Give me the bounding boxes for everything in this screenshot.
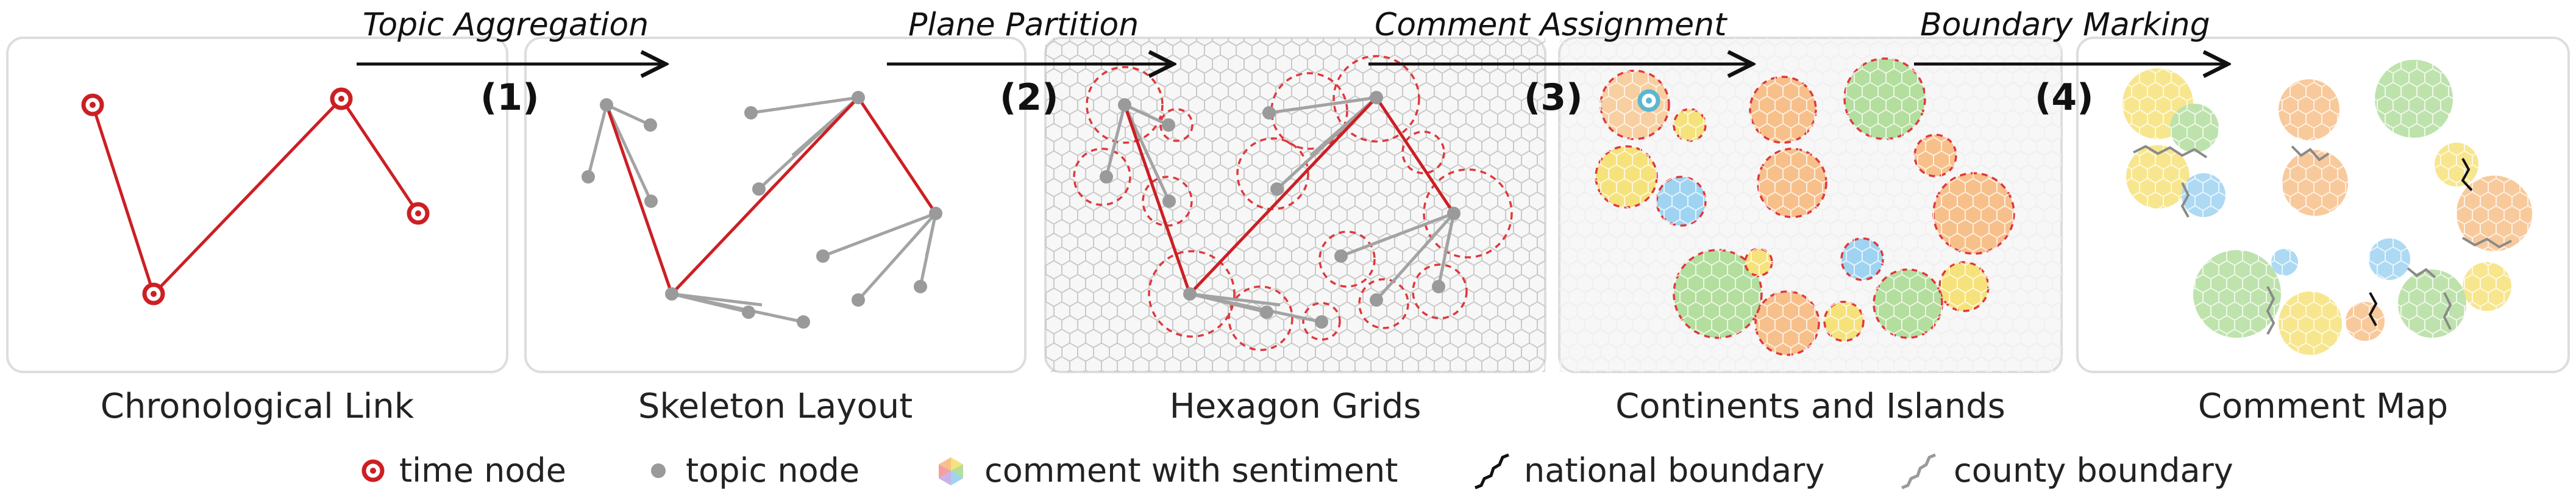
national-boundary-icon [1475,453,1509,490]
legend-label-topic-node: topic node [686,451,859,490]
step-title-4: Boundary Marking [1920,7,2210,43]
county-boundary [2133,145,2208,159]
time-link-line [91,96,420,297]
hexagon-grids-diagram [1045,38,1545,372]
skeleton-layout-diagram [582,91,942,329]
panel-chronological-link [6,37,508,373]
time-node [330,87,353,110]
step-title-2: Plane Partition [908,7,1139,43]
step-number-3: (3) [1524,76,1583,119]
time-node [81,93,104,116]
county-boundary-icon [1901,453,1936,490]
step-number-4: (4) [2035,76,2094,119]
skeleton-time-link [605,95,938,297]
national-boundary [2461,158,2473,191]
national-boundary [2368,292,2378,326]
step-number-2: (2) [1000,76,1059,119]
county-boundary [2461,237,2512,249]
legend-label-national-boundary: national boundary [1524,451,1824,490]
time-node [1637,89,1660,112]
time-node [142,282,165,305]
step-title-3: Comment Assignment [1375,7,1727,43]
stage-label-4: Continents and Islands [1615,387,2005,426]
legend-label-comment-sentiment: comment with sentiment [984,451,1398,490]
topic-nodes [582,91,942,329]
stage-label-3: Hexagon Grids [1170,387,1421,426]
county-boundary [2443,292,2452,330]
county-boundary [2291,145,2330,162]
county-boundary [2266,286,2275,335]
county-boundary [2180,182,2190,218]
stage-label-1: Chronological Link [101,387,415,426]
chronological-link-diagram [81,87,430,305]
step-title-1: Topic Aggregation [363,7,649,43]
continents-islands-diagram [1559,38,2062,372]
partition-circles [1073,55,1513,351]
legend-label-time-node: time node [399,451,566,490]
panel-skeleton-layout [524,37,1026,373]
comment-map-regions [2103,60,2554,355]
time-node-icon [361,459,385,482]
process-arrows: Topic Aggregation Plane Partition Commen… [357,7,2228,119]
stage-label-5: Comment Map [2198,387,2448,426]
topic-node-icon [651,463,666,478]
stage-label-2: Skeleton Layout [638,387,913,426]
stage-labels: Chronological Link Skeleton Layout Hexag… [101,387,2448,426]
step-number-1: (1) [480,76,539,119]
legend: time node topic node comment with sentim… [361,451,2233,490]
sentiment-hexagon-icon [939,457,963,485]
county-boundary [2407,267,2436,279]
legend-label-county-boundary: county boundary [1954,451,2233,490]
time-node [407,202,430,225]
